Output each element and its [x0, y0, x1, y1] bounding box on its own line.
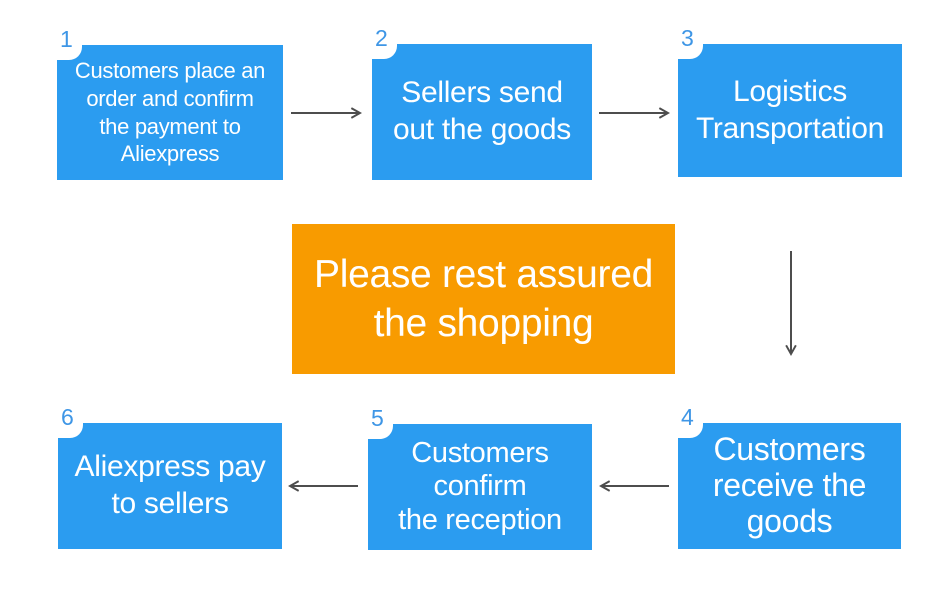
step-number-1: 1 [60, 26, 73, 52]
step-box-3: 3 Logistics Transportation [678, 27, 902, 177]
step-text-4: Customers receive the goods [712, 431, 867, 539]
step-number-2: 2 [375, 25, 388, 51]
step-number-4: 4 [681, 404, 694, 430]
step-text-1: Customers place an order and confirm the… [74, 58, 266, 167]
step-text-2: Sellers send out the goods [393, 76, 571, 146]
step-text-6: Aliexpress pay to sellers [74, 450, 266, 520]
step-number-6: 6 [61, 404, 74, 430]
step-number-5: 5 [371, 405, 384, 431]
step-box-5: 5 Customers confirm the reception [368, 407, 592, 550]
step-box-1: 1 Customers place an order and confirm t… [57, 28, 283, 180]
step-box-6: 6 Aliexpress pay to sellers [58, 406, 282, 549]
step-text-3: Logistics Transportation [695, 74, 885, 145]
assurance-banner: Please rest assured the shopping [292, 224, 675, 374]
assurance-banner-text: Please rest assured the shopping [314, 252, 653, 345]
step-number-3: 3 [681, 25, 694, 51]
step-text-5: Customers confirm the reception [398, 436, 562, 536]
step-box-2: 2 Sellers send out the goods [372, 27, 592, 180]
step-box-4: 4 Customers receive the goods [678, 406, 901, 549]
